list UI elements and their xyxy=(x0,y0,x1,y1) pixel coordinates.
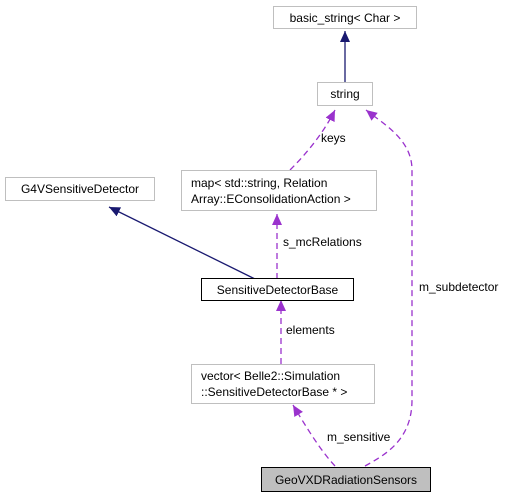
node-map[interactable]: map< std::string, Relation Array::EConso… xyxy=(181,170,377,211)
node-vector-line2: ::SensitiveDetectorBase * > xyxy=(201,385,348,399)
node-geo-label: GeoVXDRadiationSensors xyxy=(274,472,418,487)
node-vector-line1: vector< Belle2::Simulation xyxy=(201,369,341,383)
edge-geo-to-string xyxy=(364,109,413,467)
node-map-line1: map< std::string, Relation xyxy=(191,175,328,190)
node-basic-string-label: basic_string< Char > xyxy=(289,10,401,25)
node-vector[interactable]: vector< Belle2::Simulation ::SensitiveDe… xyxy=(191,364,375,404)
edge-label-elements: elements xyxy=(286,323,335,337)
edge-sdb-to-g4 xyxy=(108,206,256,280)
node-map-line2: Array::EConsolidationAction > xyxy=(191,191,351,206)
edge-label-keys: keys xyxy=(321,131,346,145)
edge-label-s-mcrelations: s_mcRelations xyxy=(283,235,362,249)
node-g4-sensitive-detector[interactable]: G4VSensitiveDetector xyxy=(5,177,155,201)
node-g4-label: G4VSensitiveDetector xyxy=(20,182,140,196)
node-sdb-label: SensitiveDetectorBase xyxy=(216,282,339,297)
node-sensitive-detector-base[interactable]: SensitiveDetectorBase xyxy=(201,278,354,301)
node-string[interactable]: string xyxy=(317,82,373,106)
edge-label-m-subdetector: m_subdetector xyxy=(419,280,499,294)
node-basic-string[interactable]: basic_string< Char > xyxy=(273,6,417,29)
node-string-label: string xyxy=(330,87,360,101)
edge-label-m-sensitive: m_sensitive xyxy=(327,430,391,444)
node-geo-vxd-radiation-sensors[interactable]: GeoVXDRadiationSensors xyxy=(261,467,431,492)
